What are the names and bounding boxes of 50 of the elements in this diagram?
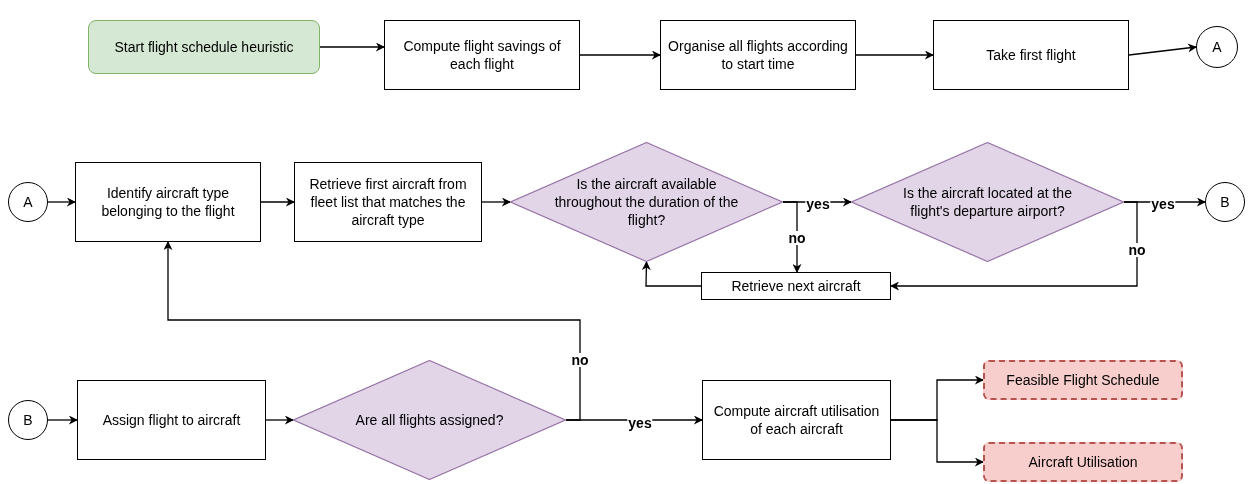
- node-text: Start flight schedule heuristic: [113, 38, 295, 56]
- node-text: Aircraft Utilisation: [1027, 453, 1139, 471]
- node-text: Take first flight: [985, 46, 1077, 64]
- arrow: [579, 50, 661, 60]
- arrow: [47, 197, 76, 207]
- process-box: [75, 162, 261, 242]
- node-text: Is the aircraft available throughout the duration of the flight?: [553, 175, 740, 229]
- node-text: A: [22, 193, 34, 211]
- arrow: [319, 42, 385, 52]
- process-box: [384, 20, 580, 90]
- arrow: [782, 201, 802, 273]
- arrow: [890, 201, 1138, 291]
- node-text: Compute flight savings of each flight: [402, 37, 562, 73]
- arrow: [47, 415, 78, 425]
- arrow: [1128, 43, 1197, 56]
- edge-label: no: [1127, 243, 1147, 257]
- start-box: [88, 20, 320, 74]
- node-text: Compute aircraft utilisation of each aircraft: [712, 402, 881, 438]
- node-text: Feasible Flight Schedule: [1005, 371, 1161, 389]
- arrow: [641, 261, 702, 287]
- node-text: Retrieve first aircraft from fleet list that matches the aircraft type: [308, 175, 468, 229]
- output-box: [983, 442, 1183, 482]
- arrow: [260, 197, 295, 207]
- output-box: [983, 360, 1183, 400]
- arrow: [890, 419, 984, 467]
- process-box: [701, 272, 891, 300]
- node-text: Assign flight to aircraft: [101, 411, 242, 429]
- decision-diamond: [293, 360, 566, 480]
- process-box: [702, 380, 891, 460]
- node-text: Is the aircraft located at the flight's departure airport?: [902, 184, 1073, 220]
- process-box: [294, 162, 482, 242]
- arrow: [265, 415, 294, 425]
- node-text: Identify aircraft type belonging to the flight: [100, 184, 236, 220]
- arrow: [855, 50, 934, 60]
- node-text: B: [1219, 193, 1231, 211]
- node-text: B: [22, 411, 34, 429]
- process-box: [77, 380, 266, 460]
- edge-label: no: [570, 353, 590, 367]
- process-box: [933, 20, 1129, 90]
- arrow: [163, 241, 581, 421]
- node-text: Retrieve next aircraft: [730, 277, 862, 295]
- arrow: [481, 197, 511, 207]
- node-text: Are all flights assigned?: [354, 411, 505, 429]
- decision-diamond: [510, 142, 783, 262]
- edge-label: yes: [627, 416, 653, 430]
- decision-diamond: [851, 142, 1124, 262]
- node-text: Organise all flights according to start time: [667, 37, 849, 73]
- edge-label: no: [787, 231, 807, 245]
- process-box: [660, 20, 856, 90]
- node-text: A: [1211, 38, 1223, 56]
